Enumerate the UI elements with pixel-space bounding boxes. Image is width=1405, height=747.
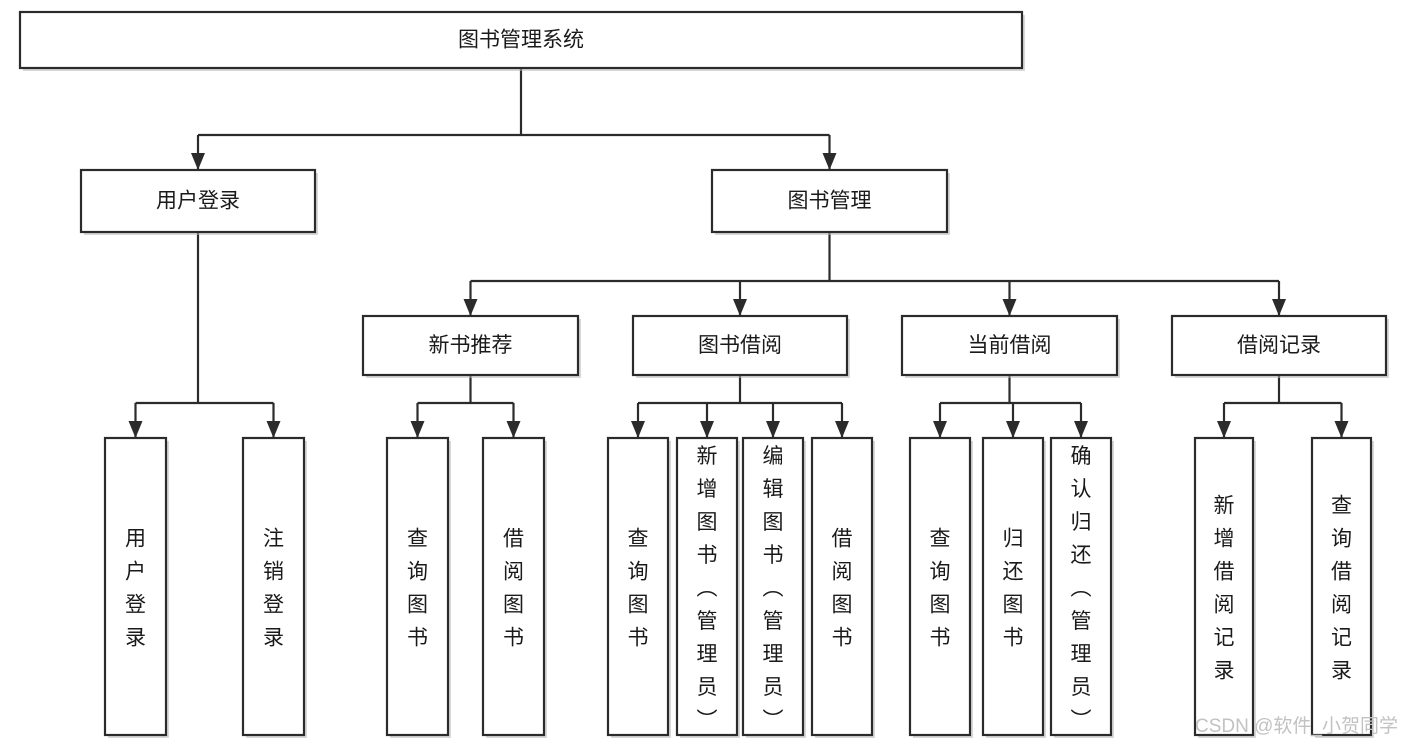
node-rect — [481, 436, 546, 737]
node-leaf-confirm-return[interactable]: 确认归还︵管理员︶ — [1049, 436, 1114, 738]
node-layer: 图书管理系统用户登录图书管理新书推荐图书借阅当前借阅借阅记录用户登录注销登录查询… — [18, 10, 1389, 738]
node-leaf-query-record[interactable]: 查询借阅记录 — [1310, 436, 1374, 738]
node-leaf-add-book[interactable]: 新增图书︵管理员︶ — [675, 436, 740, 738]
node-rect — [18, 10, 1024, 70]
node-rect — [675, 436, 739, 737]
node-rect — [1310, 436, 1373, 737]
node-current-borrow[interactable]: 当前借阅 — [900, 314, 1120, 378]
connector-layer — [128, 68, 1349, 438]
node-label: 注销登录 — [263, 528, 284, 650]
node-label: 新书推荐 — [429, 334, 513, 357]
node-leaf-query-book-2[interactable]: 查询图书 — [606, 436, 671, 738]
node-rect — [810, 436, 874, 737]
node-user-login[interactable]: 用户登录 — [79, 168, 318, 235]
node-leaf-logout[interactable]: 注销登录 — [241, 436, 307, 738]
node-label: 编辑图书︵管理员︶ — [763, 445, 784, 732]
node-label: 查询图书 — [628, 528, 649, 650]
node-rect — [631, 314, 849, 377]
node-rect — [361, 314, 580, 377]
node-book-borrow[interactable]: 图书借阅 — [631, 314, 850, 378]
node-label: 新增图书︵管理员︶ — [697, 445, 718, 732]
csdn-watermark: CSDN @软件_小贺同学 — [1195, 715, 1398, 737]
node-leaf-add-record[interactable]: 新增借阅记录 — [1193, 436, 1256, 738]
node-rect — [900, 314, 1119, 377]
node-label: 归还图书 — [1003, 528, 1024, 650]
node-label: 新增借阅记录 — [1214, 495, 1235, 683]
node-label: 查询图书 — [407, 528, 428, 650]
node-label: 用户登录 — [125, 528, 146, 650]
node-leaf-query-book-1[interactable]: 查询图书 — [385, 436, 451, 738]
node-rect — [1170, 314, 1388, 377]
node-label: 借阅图书 — [503, 528, 524, 650]
node-label: 查询借阅记录 — [1331, 495, 1352, 683]
node-leaf-borrow-book-2[interactable]: 借阅图书 — [810, 436, 875, 738]
node-label: 查询图书 — [930, 528, 951, 650]
node-label: 图书管理系统 — [458, 29, 584, 52]
node-label: 图书借阅 — [698, 334, 782, 357]
node-leaf-user-login[interactable]: 用户登录 — [103, 436, 169, 738]
node-label: 借阅图书 — [832, 528, 853, 650]
node-root[interactable]: 图书管理系统 — [18, 10, 1025, 71]
node-rect — [241, 436, 306, 737]
node-rect — [385, 436, 450, 737]
node-new-book-rec[interactable]: 新书推荐 — [361, 314, 581, 378]
node-rect — [741, 436, 805, 737]
node-leaf-query-book-3[interactable]: 查询图书 — [908, 436, 973, 738]
node-label: 用户登录 — [156, 190, 240, 213]
node-rect — [1049, 436, 1113, 737]
node-label: 确认归还︵管理员︶ — [1071, 445, 1092, 732]
node-rect — [981, 436, 1045, 737]
node-rect — [606, 436, 670, 737]
node-label: 借阅记录 — [1237, 334, 1321, 357]
node-leaf-edit-book[interactable]: 编辑图书︵管理员︶ — [741, 436, 806, 738]
node-rect — [79, 168, 317, 234]
node-leaf-borrow-book-1[interactable]: 借阅图书 — [481, 436, 547, 738]
node-label: 当前借阅 — [968, 334, 1052, 357]
node-label: 图书管理 — [788, 190, 872, 213]
node-borrow-record[interactable]: 借阅记录 — [1170, 314, 1389, 378]
node-rect — [908, 436, 972, 737]
node-book-manage[interactable]: 图书管理 — [710, 168, 950, 235]
node-rect — [103, 436, 168, 737]
node-leaf-return-book[interactable]: 归还图书 — [981, 436, 1046, 738]
node-rect — [1193, 436, 1255, 737]
node-rect — [710, 168, 949, 234]
